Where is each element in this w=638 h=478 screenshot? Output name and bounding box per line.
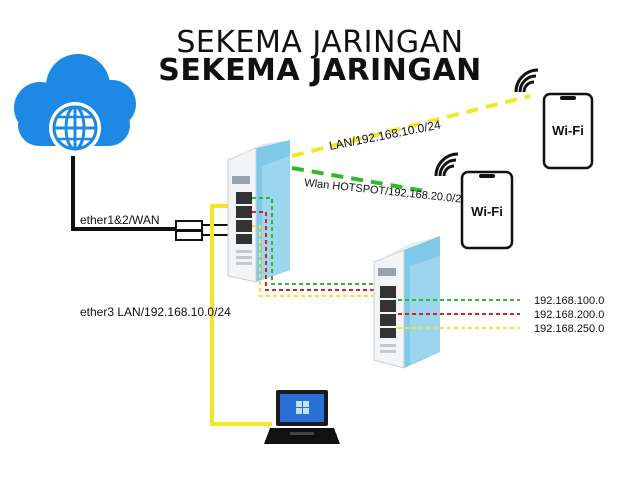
smartphone-1: Wi-Fi bbox=[542, 92, 594, 170]
lan-wifi-label: LAN/192.168.10.0/24 bbox=[328, 117, 442, 152]
wifi-signal-icon-2 bbox=[434, 152, 459, 177]
windows-logo-icon bbox=[296, 401, 309, 414]
wan-plug-2 bbox=[175, 230, 203, 241]
router2-ports bbox=[380, 286, 396, 338]
main-router bbox=[227, 140, 290, 283]
hotspot-label: Wlan HOTSPOT/192.168.20.0/24 bbox=[304, 177, 468, 206]
smartphone-2: Wi-Fi bbox=[460, 170, 514, 250]
phone-1-wifi-label: Wi-Fi bbox=[552, 123, 584, 138]
wan-label: ether1&2/WAN bbox=[80, 213, 160, 227]
internet-cloud-icon bbox=[14, 54, 136, 154]
router1-ports bbox=[236, 192, 252, 244]
wan-plug-1 bbox=[175, 220, 203, 231]
router-link-lines bbox=[252, 197, 374, 297]
net-yellow-label: 192.168.250.0 bbox=[534, 323, 604, 335]
net-green-label: 192.168.100.0 bbox=[534, 295, 604, 307]
net-red-label: 192.168.200.0 bbox=[534, 309, 604, 321]
lan-wifi-link bbox=[291, 94, 531, 158]
title-line-1: SEKEMA JARINGAN bbox=[176, 25, 463, 60]
title-line-2: SEKEMA JARINGAN bbox=[158, 53, 482, 88]
phone-2-wifi-label: Wi-Fi bbox=[471, 204, 503, 219]
lan-cable-laptop bbox=[210, 204, 272, 426]
globe-icon bbox=[49, 102, 101, 154]
hotspot-wifi-link bbox=[291, 166, 431, 194]
lan-eth3-label: ether3 LAN/192.168.10.0/24 bbox=[80, 305, 231, 319]
wan-cable bbox=[71, 156, 178, 231]
secondary-router bbox=[373, 236, 440, 369]
laptop-icon bbox=[264, 390, 340, 444]
wifi-signal-icon-1 bbox=[514, 68, 539, 93]
